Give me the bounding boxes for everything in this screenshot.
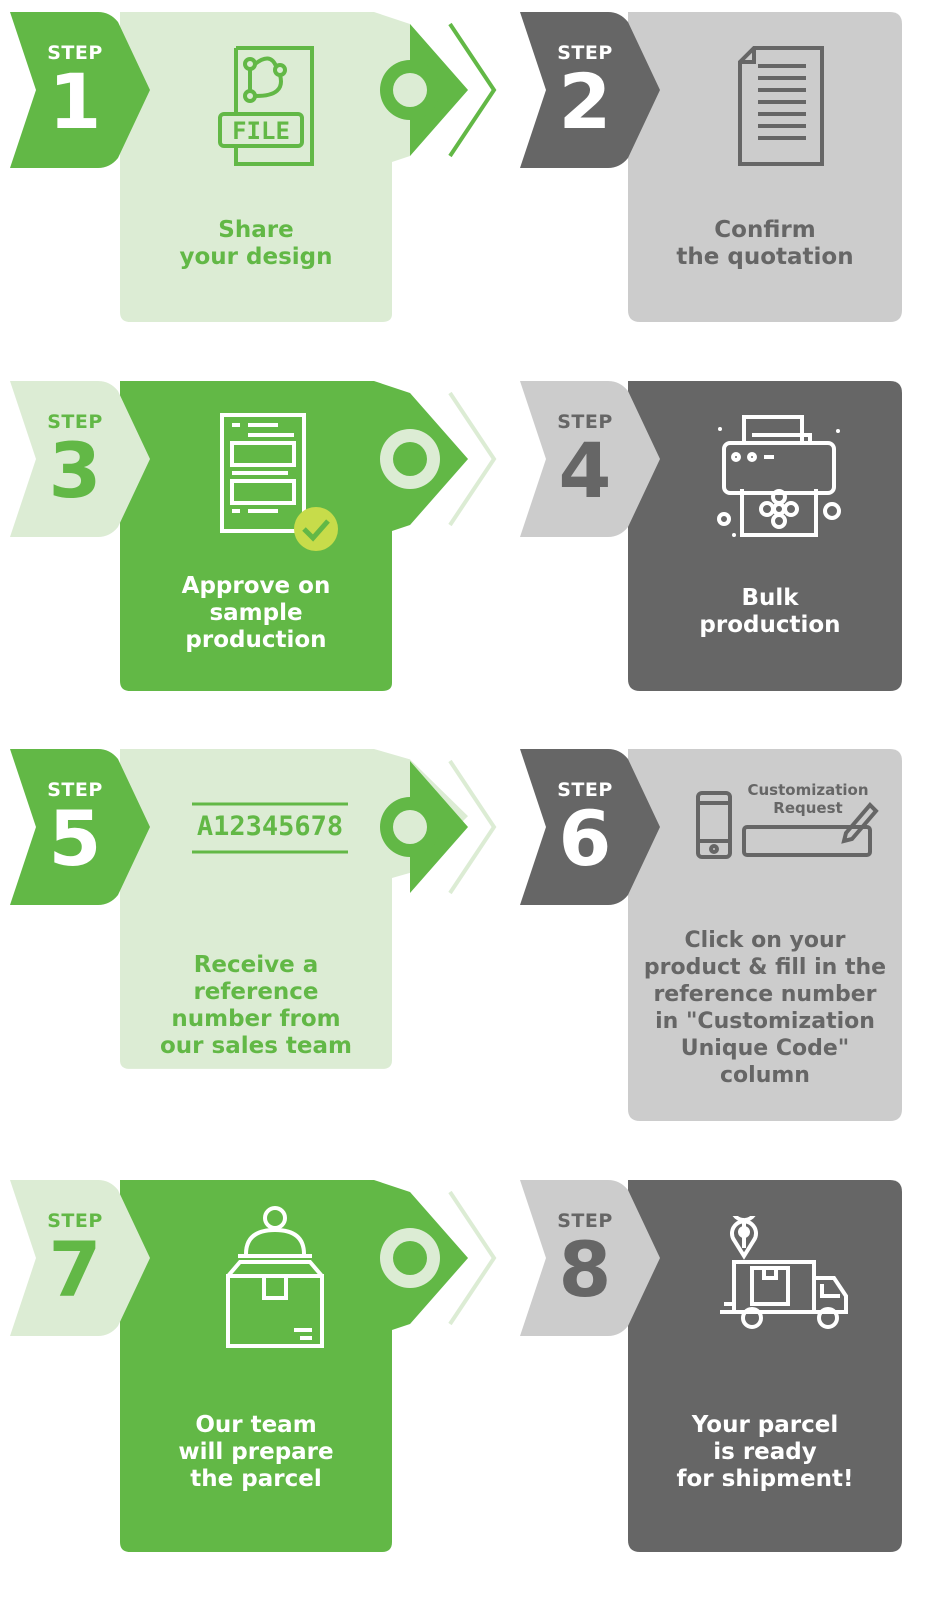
step-7-shape: [10, 1180, 497, 1552]
step-word: STEP: [557, 779, 613, 801]
step-1-shape: [10, 12, 497, 322]
step-number: 6: [558, 794, 612, 883]
reference-code-icon: [192, 802, 348, 854]
step-2-shape: [520, 12, 902, 322]
step-number: 4: [558, 426, 612, 515]
step-word: STEP: [557, 42, 613, 64]
printer-icon: [717, 415, 841, 537]
step-8-shape: [520, 1180, 902, 1552]
step-number: 1: [48, 57, 102, 146]
step-word: STEP: [47, 779, 103, 801]
step-word: STEP: [47, 1210, 103, 1232]
reference-code: A12345678: [196, 811, 344, 842]
step-number: 7: [48, 1225, 102, 1314]
step-number: 3: [48, 426, 102, 515]
step-word: STEP: [47, 411, 103, 433]
document-icon: [738, 46, 824, 166]
step-3-shape: [10, 381, 497, 691]
step-number: 5: [48, 794, 102, 883]
approved-form-icon: [220, 413, 338, 551]
step-word: STEP: [47, 42, 103, 64]
step-number: 8: [558, 1225, 612, 1314]
step-number: 2: [558, 57, 612, 146]
step-word: STEP: [557, 411, 613, 433]
step-word: STEP: [557, 1210, 613, 1232]
step-5-shape: [10, 749, 497, 1069]
parcel-icon: [226, 1206, 324, 1348]
customization-request-icon: [696, 791, 879, 859]
file-icon: FILE: [218, 46, 314, 166]
delivery-truck-icon: [720, 1216, 848, 1329]
file-icon-text: FILE: [232, 117, 290, 145]
